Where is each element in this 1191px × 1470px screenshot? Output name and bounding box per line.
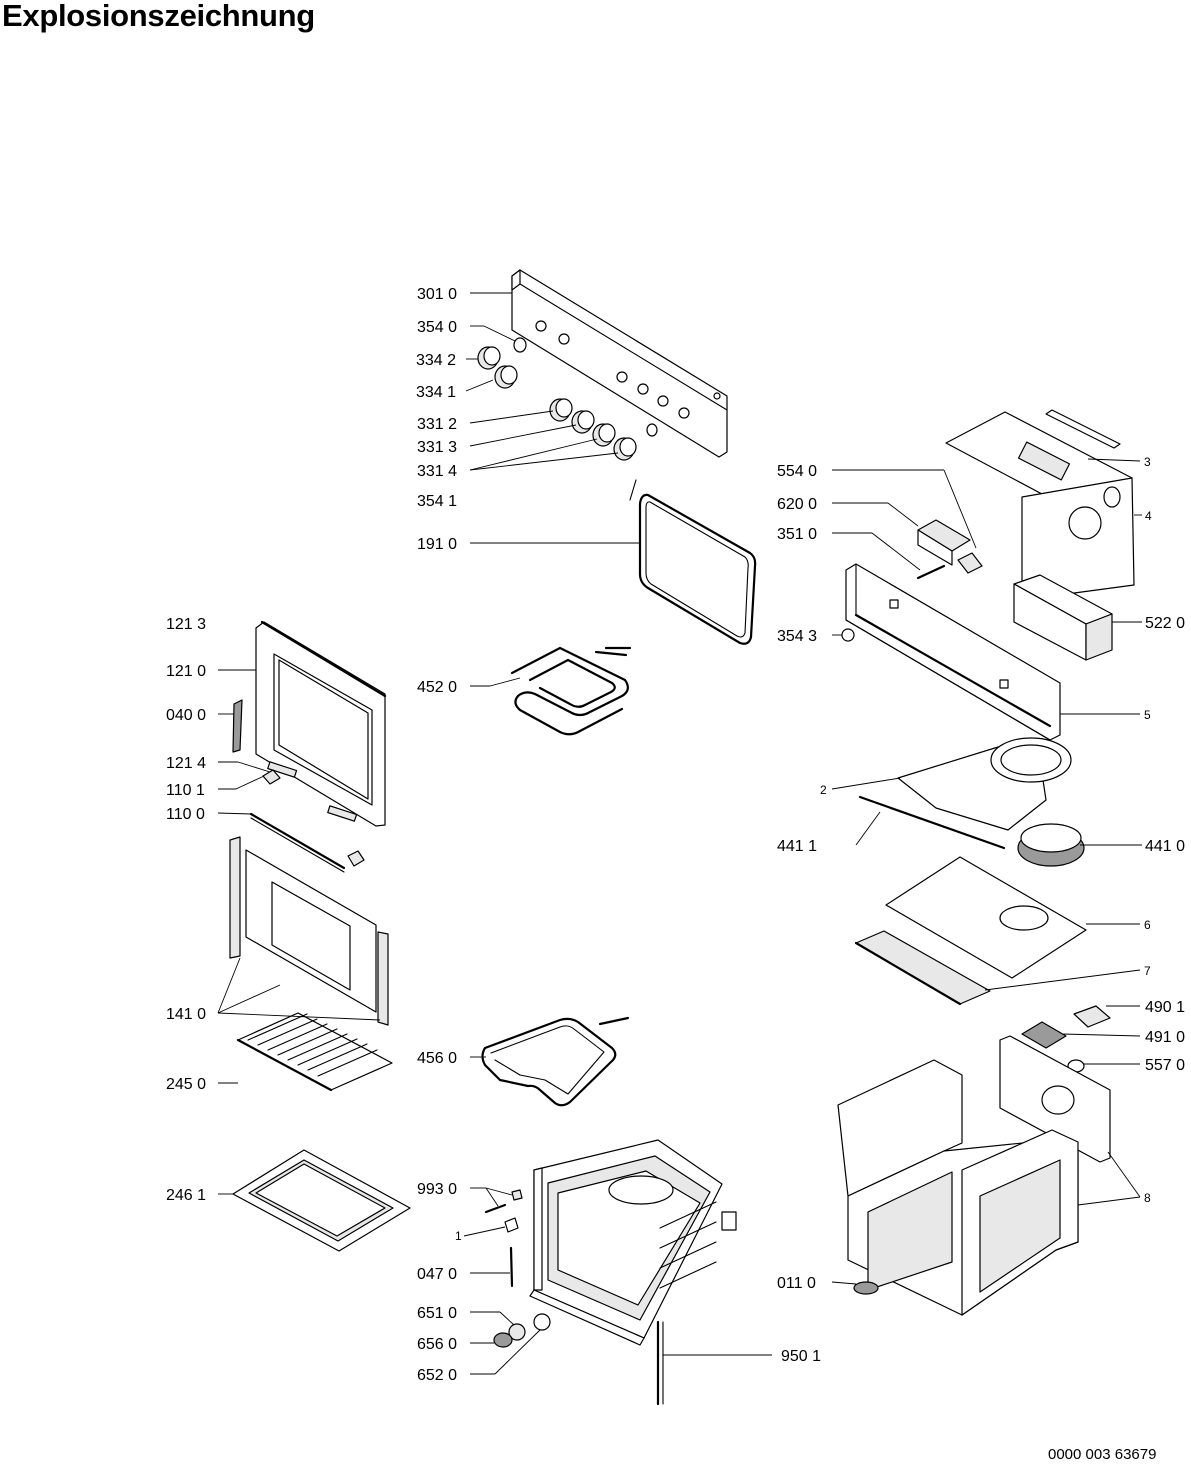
label-301-0: 301 0 xyxy=(417,286,457,303)
part-labels: 301 0 354 0 334 2 334 1 331 2 331 3 331 … xyxy=(166,286,1185,1384)
label-452-0: 452 0 xyxy=(417,679,457,696)
bottom-heater-drawing xyxy=(481,1016,630,1107)
front-frame-drawing xyxy=(845,563,1061,741)
hinge-rod-drawing xyxy=(249,812,365,873)
gasket-drawing xyxy=(638,493,757,645)
label-334-2: 334 2 xyxy=(416,352,456,369)
label-191-0: 191 0 xyxy=(417,536,457,553)
label-1: 1 xyxy=(455,1229,462,1243)
label-950-1: 950 1 xyxy=(781,1348,821,1365)
label-441-0: 441 0 xyxy=(1145,838,1185,855)
label-121-3: 121 3 xyxy=(166,616,206,633)
label-554-0: 554 0 xyxy=(777,463,817,480)
label-620-0: 620 0 xyxy=(777,496,817,513)
label-354-3: 354 3 xyxy=(777,628,817,645)
label-245-0: 245 0 xyxy=(166,1076,206,1093)
housing-drawing xyxy=(837,1059,1079,1316)
label-121-4: 121 4 xyxy=(166,755,206,772)
door-glass-drawing xyxy=(229,836,389,1026)
label-651-0: 651 0 xyxy=(417,1305,457,1322)
label-5: 5 xyxy=(1144,708,1151,722)
label-110-1: 110 1 xyxy=(166,782,205,799)
label-121-0: 121 0 xyxy=(166,663,206,680)
label-351-0: 351 0 xyxy=(777,526,817,543)
top-cover-drawing xyxy=(945,409,1135,601)
electronics-drawing xyxy=(841,519,1113,661)
control-panel-drawing xyxy=(511,269,728,458)
leader-lines xyxy=(217,292,1142,1375)
label-522-0: 522 0 xyxy=(1145,615,1185,632)
document-number: 0000 003 63679 xyxy=(1048,1446,1157,1463)
label-110-0: 110 0 xyxy=(166,806,205,823)
label-490-1: 490 1 xyxy=(1145,999,1185,1016)
label-491-0: 491 0 xyxy=(1145,1029,1185,1046)
label-441-1: 441 1 xyxy=(777,838,817,855)
label-047-0: 047 0 xyxy=(417,1266,457,1283)
label-3: 3 xyxy=(1144,455,1151,469)
insulation-drawing xyxy=(854,856,1087,1006)
label-456-0: 456 0 xyxy=(417,1050,457,1067)
label-8: 8 xyxy=(1144,1191,1151,1205)
knobs-drawing xyxy=(477,337,658,501)
label-246-1: 246 1 xyxy=(166,1187,206,1204)
label-334-1: 334 1 xyxy=(416,384,456,401)
label-331-3: 331 3 xyxy=(417,439,457,456)
label-656-0: 656 0 xyxy=(417,1336,457,1353)
label-557-0: 557 0 xyxy=(1145,1057,1185,1074)
label-331-4: 331 4 xyxy=(417,463,457,480)
top-heater-drawing xyxy=(510,646,632,736)
baking-tray-drawing xyxy=(232,1149,411,1252)
small-parts-drawing xyxy=(484,1189,664,1406)
label-141-0: 141 0 xyxy=(166,1006,206,1023)
fan-cover-drawing xyxy=(858,737,1085,867)
label-6: 6 xyxy=(1144,918,1151,932)
door-frame-drawing xyxy=(232,620,387,827)
label-2: 2 xyxy=(820,783,827,797)
label-354-0: 354 0 xyxy=(417,319,457,336)
label-011-0: 011 0 xyxy=(777,1275,816,1292)
label-331-2: 331 2 xyxy=(417,416,457,433)
label-993-0: 993 0 xyxy=(417,1181,457,1198)
label-354-1: 354 1 xyxy=(417,493,457,510)
label-652-0: 652 0 xyxy=(417,1367,457,1384)
oven-rack-drawing xyxy=(236,1012,393,1092)
page-title: Explosionszeichnung xyxy=(2,0,315,33)
label-4: 4 xyxy=(1145,509,1152,523)
label-040-0: 040 0 xyxy=(166,707,206,724)
label-7: 7 xyxy=(1144,964,1151,978)
oven-cavity-drawing xyxy=(529,1139,737,1346)
rear-panel-drawing xyxy=(999,1005,1111,1163)
